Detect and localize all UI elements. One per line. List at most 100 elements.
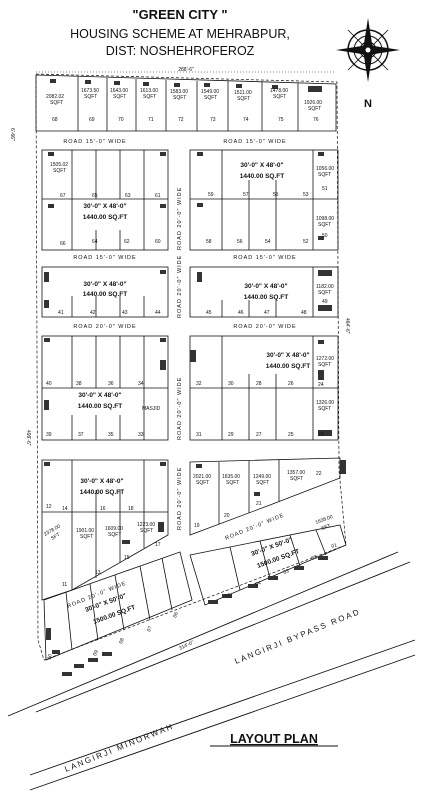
block-g-area: 1440.00 SQ.FT xyxy=(80,489,124,496)
svg-text:55: 55 xyxy=(273,192,279,198)
plot-67-area: 1505.02 xyxy=(50,162,68,168)
svg-text:SQFT: SQFT xyxy=(318,290,331,296)
bypass-road-lines xyxy=(7,551,416,791)
road-label-1: ROAD 15'-0" WIDE xyxy=(63,139,126,145)
svg-text:SQFT: SQFT xyxy=(143,94,156,100)
block-a-dimension: 30'-0" X 48'-0" xyxy=(83,203,126,210)
svg-text:61: 61 xyxy=(155,193,161,199)
southern-plots-strip xyxy=(43,524,347,661)
svg-text:SQFT: SQFT xyxy=(226,480,239,486)
svg-text:06: 06 xyxy=(172,611,180,618)
svg-text:01: 01 xyxy=(331,542,338,550)
svg-text:67: 67 xyxy=(60,193,66,199)
svg-text:SQFT: SQFT xyxy=(84,94,97,100)
plot-76-number: 76 xyxy=(313,117,319,123)
block-h-plots xyxy=(189,457,341,536)
svg-text:1272.00: 1272.00 xyxy=(316,356,334,362)
svg-text:24: 24 xyxy=(318,382,324,388)
svg-text:16: 16 xyxy=(100,506,106,512)
svg-text:1098.00: 1098.00 xyxy=(316,216,334,222)
plot-68-number: 68 xyxy=(52,117,58,123)
svg-text:SQFT: SQFT xyxy=(50,100,63,106)
svg-text:1223.00: 1223.00 xyxy=(137,522,155,528)
bypass-road-label: LANGIRJI BYPASS ROAD xyxy=(233,607,362,666)
svg-text:38: 38 xyxy=(76,381,82,387)
road-label-2b: ROAD 15'-0" WIDE xyxy=(233,255,296,261)
plot-74-number: 74 xyxy=(243,117,249,123)
block-d-area: 1440.00 SQ.FT xyxy=(244,294,288,301)
svg-text:13: 13 xyxy=(95,570,101,576)
svg-text:40: 40 xyxy=(46,381,52,387)
svg-text:SQFT: SQFT xyxy=(173,95,186,101)
svg-text:SQFT: SQFT xyxy=(196,480,209,486)
svg-text:05: 05 xyxy=(225,592,232,600)
svg-text:1182.00: 1182.00 xyxy=(316,284,334,290)
svg-text:33: 33 xyxy=(138,432,144,438)
svg-text:36: 36 xyxy=(108,381,114,387)
north-label: N xyxy=(364,98,372,110)
svg-text:27: 27 xyxy=(256,432,262,438)
svg-text:28: 28 xyxy=(256,381,262,387)
block-c-plots xyxy=(41,266,169,318)
svg-text:04: 04 xyxy=(255,580,262,588)
plot-75-area: 1478.00 xyxy=(270,88,288,94)
plot-68-area: 2082.02 xyxy=(46,94,64,100)
svg-text:58: 58 xyxy=(206,239,212,245)
svg-text:SQFT: SQFT xyxy=(273,94,286,100)
plot-70-area: 1643.00 xyxy=(110,88,128,94)
svg-text:1357.00: 1357.00 xyxy=(287,470,305,476)
svg-text:15: 15 xyxy=(124,555,130,561)
svg-text:23: 23 xyxy=(318,432,324,438)
svg-text:32: 32 xyxy=(196,381,202,387)
svg-text:21: 21 xyxy=(256,501,262,507)
block-f-area: 1440.00 SQ.FT xyxy=(266,363,310,370)
plot-69-number: 69 xyxy=(89,117,95,123)
svg-text:54: 54 xyxy=(265,239,271,245)
scheme-location-line: HOUSING SCHEME AT MEHRABPUR, xyxy=(70,27,290,41)
svg-text:37: 37 xyxy=(78,432,84,438)
svg-text:62: 62 xyxy=(124,239,130,245)
svg-text:50: 50 xyxy=(322,233,328,239)
left-top-dimension: 6'-66" xyxy=(9,128,15,141)
svg-text:1609.00: 1609.00 xyxy=(105,526,123,532)
top-row-plots xyxy=(35,74,337,132)
road-label-3b: ROAD 20'-0" WIDE xyxy=(233,324,296,330)
block-f-plots xyxy=(189,335,339,441)
vertical-road-label-2: ROAD 20'-0" WIDE xyxy=(177,255,183,318)
plot-70-number: 70 xyxy=(118,117,124,123)
road-label-1b: ROAD 15'-0" WIDE xyxy=(223,139,286,145)
block-a-area: 1440.00 SQ.FT xyxy=(83,214,127,221)
layout-plan-title: LAYOUT PLAN xyxy=(230,732,318,746)
svg-text:44: 44 xyxy=(155,310,161,316)
vertical-road-label-4: ROAD 20'-0" WIDE xyxy=(177,467,183,530)
block-b-area: 1440.00 SQ.FT xyxy=(240,173,284,180)
plot-73-number: 73 xyxy=(210,117,216,123)
svg-text:26: 26 xyxy=(288,381,294,387)
svg-text:66: 66 xyxy=(60,241,66,247)
svg-text:18: 18 xyxy=(128,506,134,512)
svg-text:14: 14 xyxy=(62,506,68,512)
svg-text:20: 20 xyxy=(224,513,230,519)
plot-71-area: 1613.00 xyxy=(140,88,158,94)
road-label-3: ROAD 20'-0" WIDE xyxy=(73,324,136,330)
svg-text:48: 48 xyxy=(301,310,307,316)
block-b-plots xyxy=(189,149,339,251)
svg-text:46: 46 xyxy=(238,310,244,316)
svg-text:07: 07 xyxy=(146,625,154,632)
svg-text:17: 17 xyxy=(155,542,161,548)
svg-text:1638.00: 1638.00 xyxy=(315,514,334,526)
plot-69-area: 1673.50 xyxy=(81,88,99,94)
svg-text:SQFT: SQFT xyxy=(237,96,250,102)
svg-text:51: 51 xyxy=(322,186,328,192)
masjid-label: MASJID xyxy=(142,406,161,412)
plot-71-number: 71 xyxy=(148,117,154,123)
scheme-title: "GREEN CITY " xyxy=(132,7,227,22)
svg-text:22: 22 xyxy=(316,471,322,477)
road-label-2: ROAD 15'-0" WIDE xyxy=(73,255,136,261)
svg-text:2021.00: 2021.00 xyxy=(193,474,211,480)
svg-text:1249.00: 1249.00 xyxy=(253,474,271,480)
svg-text:60: 60 xyxy=(155,239,161,245)
svg-text:29: 29 xyxy=(228,432,234,438)
block-c-area: 1440.00 SQ.FT xyxy=(83,291,127,298)
north-compass-icon xyxy=(336,18,400,82)
